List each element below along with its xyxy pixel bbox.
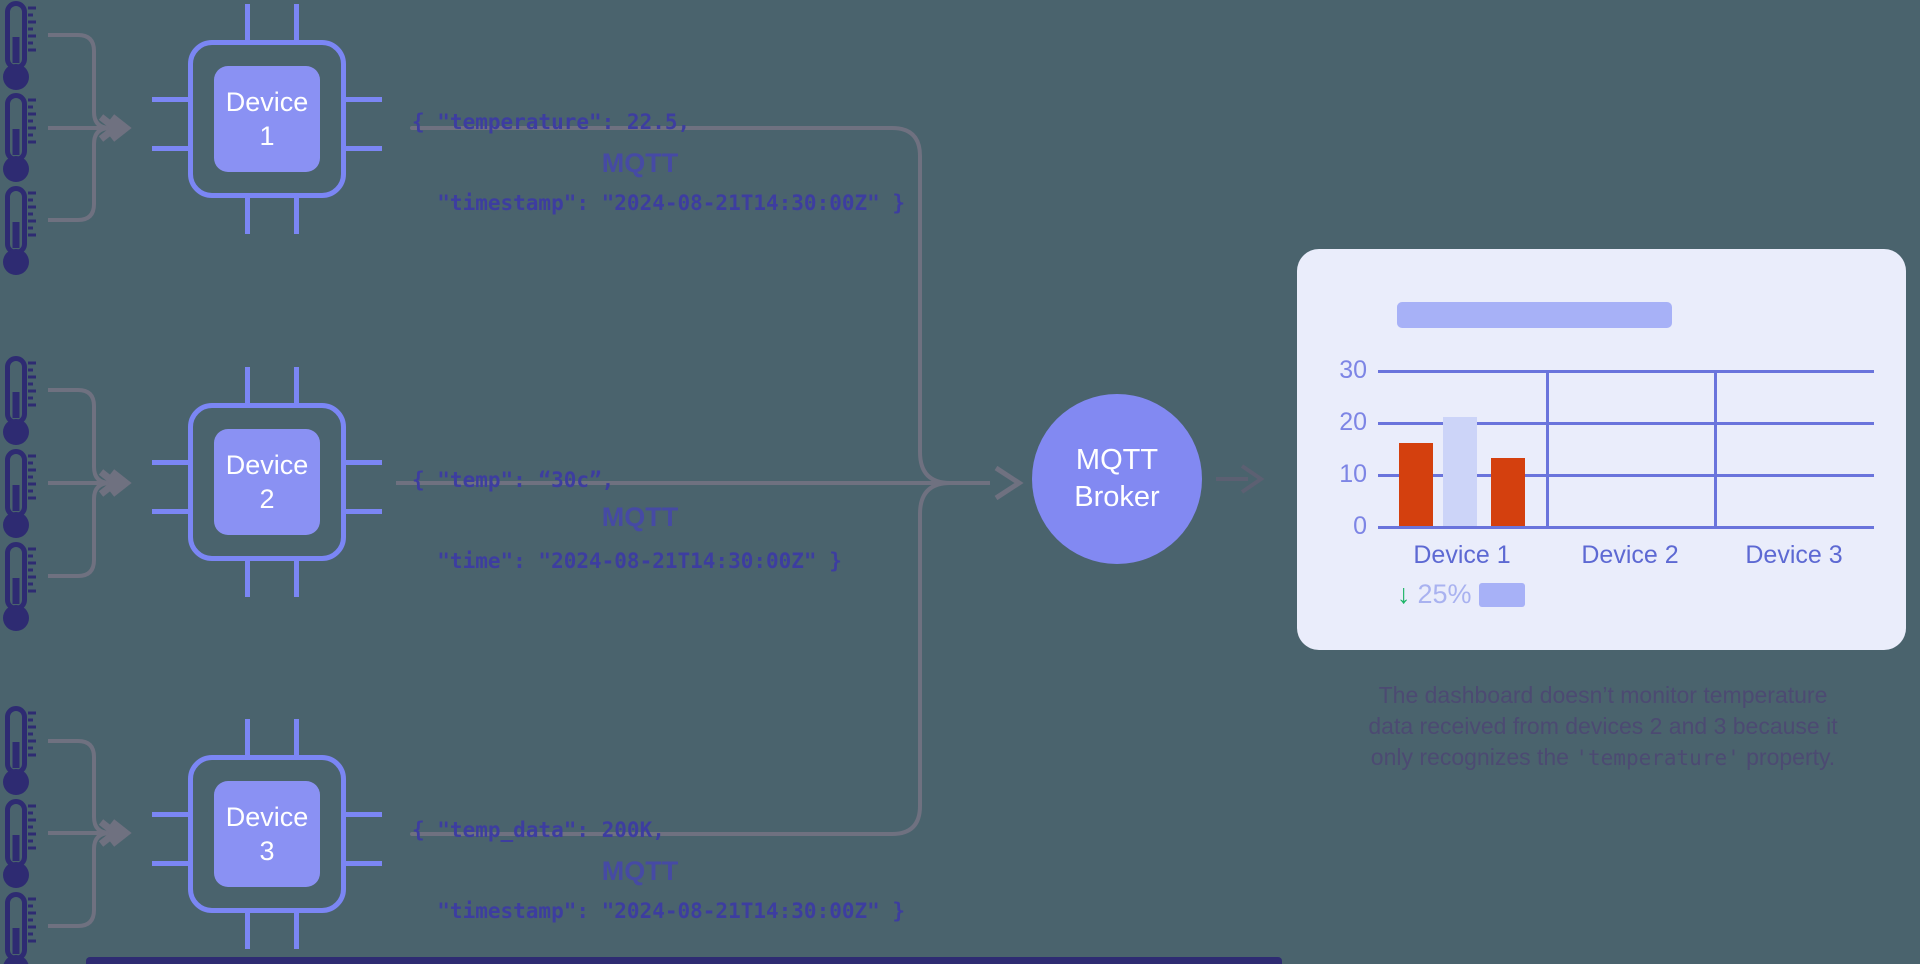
chip-pin bbox=[245, 198, 250, 234]
bottom-cutoff-strip bbox=[86, 957, 1282, 964]
chart-bar-red-1 bbox=[1399, 443, 1433, 526]
mqtt-label-3: MQTT bbox=[601, 856, 679, 886]
chip-pin bbox=[152, 812, 188, 817]
payload-line: { "temp": “30c”, bbox=[412, 468, 615, 492]
device-2-payload: { "temp": “30c”, "time": "2024-08-21T14:… bbox=[412, 413, 842, 629]
thermometer-icon bbox=[3, 452, 36, 539]
chip-pin bbox=[294, 913, 299, 949]
chip-pin bbox=[346, 812, 382, 817]
broker-input-arrow-icon bbox=[994, 465, 1024, 501]
broker-label: MQTT Broker bbox=[1074, 444, 1160, 513]
device-1-body: Device 1 bbox=[214, 66, 320, 172]
sensor-merge-connector-3 bbox=[48, 739, 132, 928]
thermometer-icon bbox=[3, 895, 36, 964]
mqtt-label-2: MQTT bbox=[601, 502, 679, 532]
device-1-payload: { "temperature": 22.5, "timestamp": "202… bbox=[412, 55, 905, 271]
merge-arrow-icon bbox=[98, 114, 132, 142]
gridline-10 bbox=[1378, 474, 1874, 477]
chip-pin bbox=[346, 509, 382, 514]
device-1-chip: Device 1 bbox=[152, 4, 382, 234]
chip-pin bbox=[152, 460, 188, 465]
device-label: Device 2 bbox=[225, 450, 309, 514]
x-category-label: Device 2 bbox=[1581, 541, 1679, 569]
chip-pin bbox=[346, 146, 382, 151]
chip-pin bbox=[245, 561, 250, 597]
x-category-label: Device 3 bbox=[1745, 541, 1843, 569]
thermometer-group-2 bbox=[3, 359, 36, 632]
column-separator bbox=[1546, 370, 1549, 529]
payload-line: "time": "2024-08-21T14:30:00Z" } bbox=[412, 549, 842, 573]
sensor-merge-connector-1 bbox=[48, 33, 132, 222]
caption-line: only recognizes the 'temperature' proper… bbox=[1370, 744, 1836, 770]
y-tick-label: 10 bbox=[1339, 460, 1367, 488]
chip-pin bbox=[152, 509, 188, 514]
thermometer-icon bbox=[3, 4, 36, 91]
device-label: Device 1 bbox=[225, 87, 309, 151]
payload-line: "timestamp": "2024-08-21T14:30:00Z" } bbox=[412, 899, 906, 923]
chip-pin bbox=[245, 367, 250, 403]
y-tick-label: 0 bbox=[1353, 512, 1367, 540]
dashboard-card: 30 20 10 0 Device 1 Device 2 Device 3 ↓ … bbox=[1297, 249, 1906, 650]
mqtt-broker-node: MQTT Broker bbox=[1032, 394, 1202, 564]
chip-pin bbox=[346, 460, 382, 465]
stat-placeholder-bar bbox=[1478, 582, 1525, 607]
chip-pin bbox=[294, 719, 299, 755]
stat-change: ↓ 25% bbox=[1397, 579, 1525, 610]
chip-pin bbox=[152, 146, 188, 151]
dashboard-caption: The dashboard doesn’t monitor temperatur… bbox=[1297, 680, 1909, 774]
x-category-label: Device 1 bbox=[1413, 541, 1511, 569]
chip-pin bbox=[152, 861, 188, 866]
chip-pin bbox=[245, 719, 250, 755]
chip-pin bbox=[245, 4, 250, 40]
device-2-body: Device 2 bbox=[214, 429, 320, 535]
chip-pin bbox=[245, 913, 250, 949]
chart-title-placeholder bbox=[1397, 302, 1672, 328]
sensor-merge-connector-2 bbox=[48, 388, 132, 578]
thermometer-icon bbox=[3, 359, 36, 446]
payload-line: { "temp_data": 200K, bbox=[412, 818, 665, 842]
caption-code-token: 'temperature' bbox=[1575, 746, 1740, 770]
broker-output-arrow bbox=[1216, 464, 1265, 494]
chart-bar-red-2 bbox=[1491, 458, 1525, 526]
chip-pin bbox=[294, 367, 299, 403]
payload-line: "timestamp": "2024-08-21T14:30:00Z" } bbox=[412, 191, 906, 215]
device-label: Device 3 bbox=[225, 802, 309, 866]
mqtt-merge-connector bbox=[396, 126, 1024, 836]
thermometer-group-1 bbox=[3, 4, 36, 276]
y-tick-label: 20 bbox=[1339, 408, 1367, 436]
stat-change-value: 25% bbox=[1417, 579, 1472, 609]
chip-pin bbox=[294, 561, 299, 597]
down-trend-icon: ↓ bbox=[1397, 579, 1411, 609]
chip-pin bbox=[346, 97, 382, 102]
caption-line: The dashboard doesn’t monitor temperatur… bbox=[1378, 682, 1828, 708]
thermometer-icon bbox=[3, 802, 36, 889]
column-separator bbox=[1714, 370, 1717, 529]
thermometer-group-3 bbox=[3, 709, 36, 964]
merge-arrow-icon bbox=[98, 469, 132, 497]
thermometer-icon bbox=[3, 709, 36, 796]
device-2-chip: Device 2 bbox=[152, 367, 382, 597]
gridline-20 bbox=[1378, 422, 1874, 425]
device-3-chip: Device 3 bbox=[152, 719, 382, 949]
axis-baseline bbox=[1378, 526, 1874, 529]
thermometer-icon bbox=[3, 545, 36, 632]
chip-pin bbox=[294, 198, 299, 234]
device-3-payload: { "temp_data": 200K, "timestamp": "2024-… bbox=[412, 763, 905, 964]
merge-arrow-icon bbox=[98, 819, 132, 847]
arrow-right-icon bbox=[1240, 464, 1265, 494]
chip-pin bbox=[294, 4, 299, 40]
payload-line: { "temperature": 22.5, bbox=[412, 110, 691, 134]
thermometer-icon bbox=[3, 96, 36, 183]
y-tick-label: 30 bbox=[1339, 356, 1367, 384]
chip-pin bbox=[152, 97, 188, 102]
chart-bar-lavender bbox=[1443, 417, 1477, 526]
caption-line: data received from devices 2 and 3 becau… bbox=[1368, 713, 1838, 739]
device-3-body: Device 3 bbox=[214, 781, 320, 887]
thermometer-icon bbox=[3, 189, 36, 276]
mqtt-label-1: MQTT bbox=[601, 148, 679, 178]
gridline-30 bbox=[1378, 370, 1874, 373]
chip-pin bbox=[346, 861, 382, 866]
